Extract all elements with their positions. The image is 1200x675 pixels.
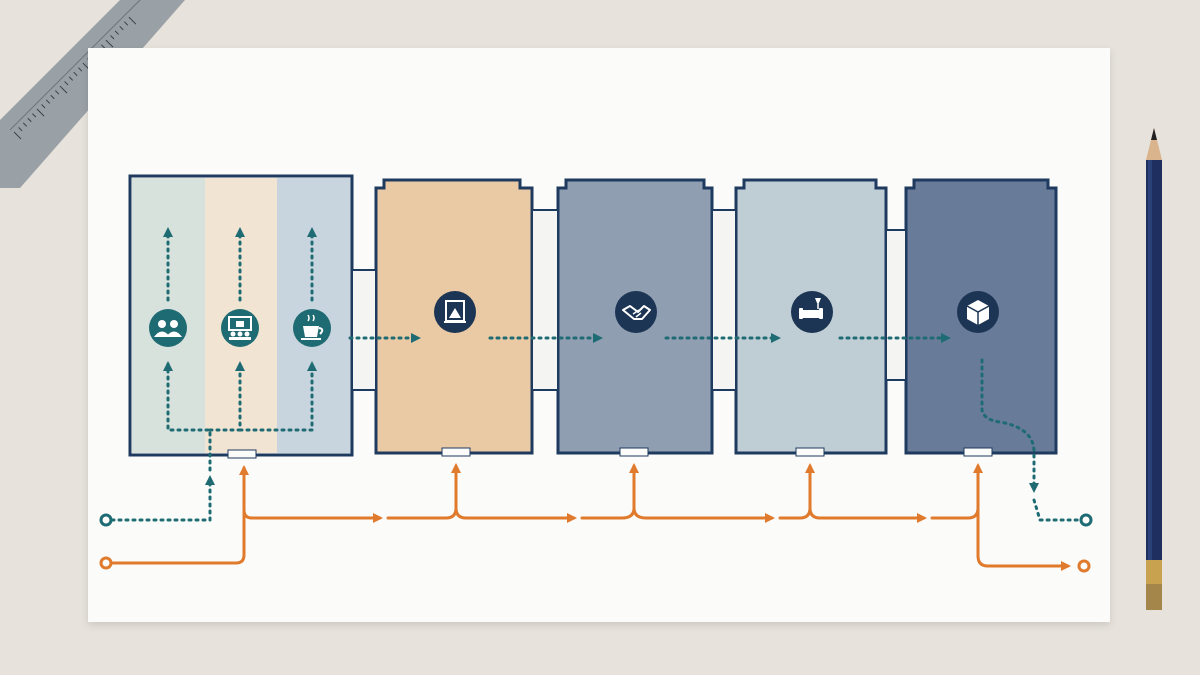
room-1-door xyxy=(227,449,257,459)
people-group-icon xyxy=(149,309,187,347)
visitor-path-end xyxy=(1079,513,1093,527)
visitor-path-start xyxy=(99,513,113,527)
room-5-door xyxy=(963,447,993,457)
framed-picture-icon xyxy=(434,291,476,333)
lounge-sofa-icon xyxy=(791,291,833,333)
service-path-end xyxy=(1077,559,1091,573)
service-path xyxy=(110,463,1071,571)
room-2-door xyxy=(441,447,471,457)
package-box-icon xyxy=(957,291,999,333)
corridors xyxy=(351,209,907,391)
pencil xyxy=(1146,128,1162,610)
room-3-door xyxy=(619,447,649,457)
coffee-cup-icon xyxy=(293,309,331,347)
service-path-start xyxy=(99,556,113,570)
presentation-group-icon xyxy=(221,309,259,347)
room-4-door xyxy=(795,447,825,457)
visitor-path xyxy=(110,227,1082,522)
handshake-icon xyxy=(615,291,657,333)
